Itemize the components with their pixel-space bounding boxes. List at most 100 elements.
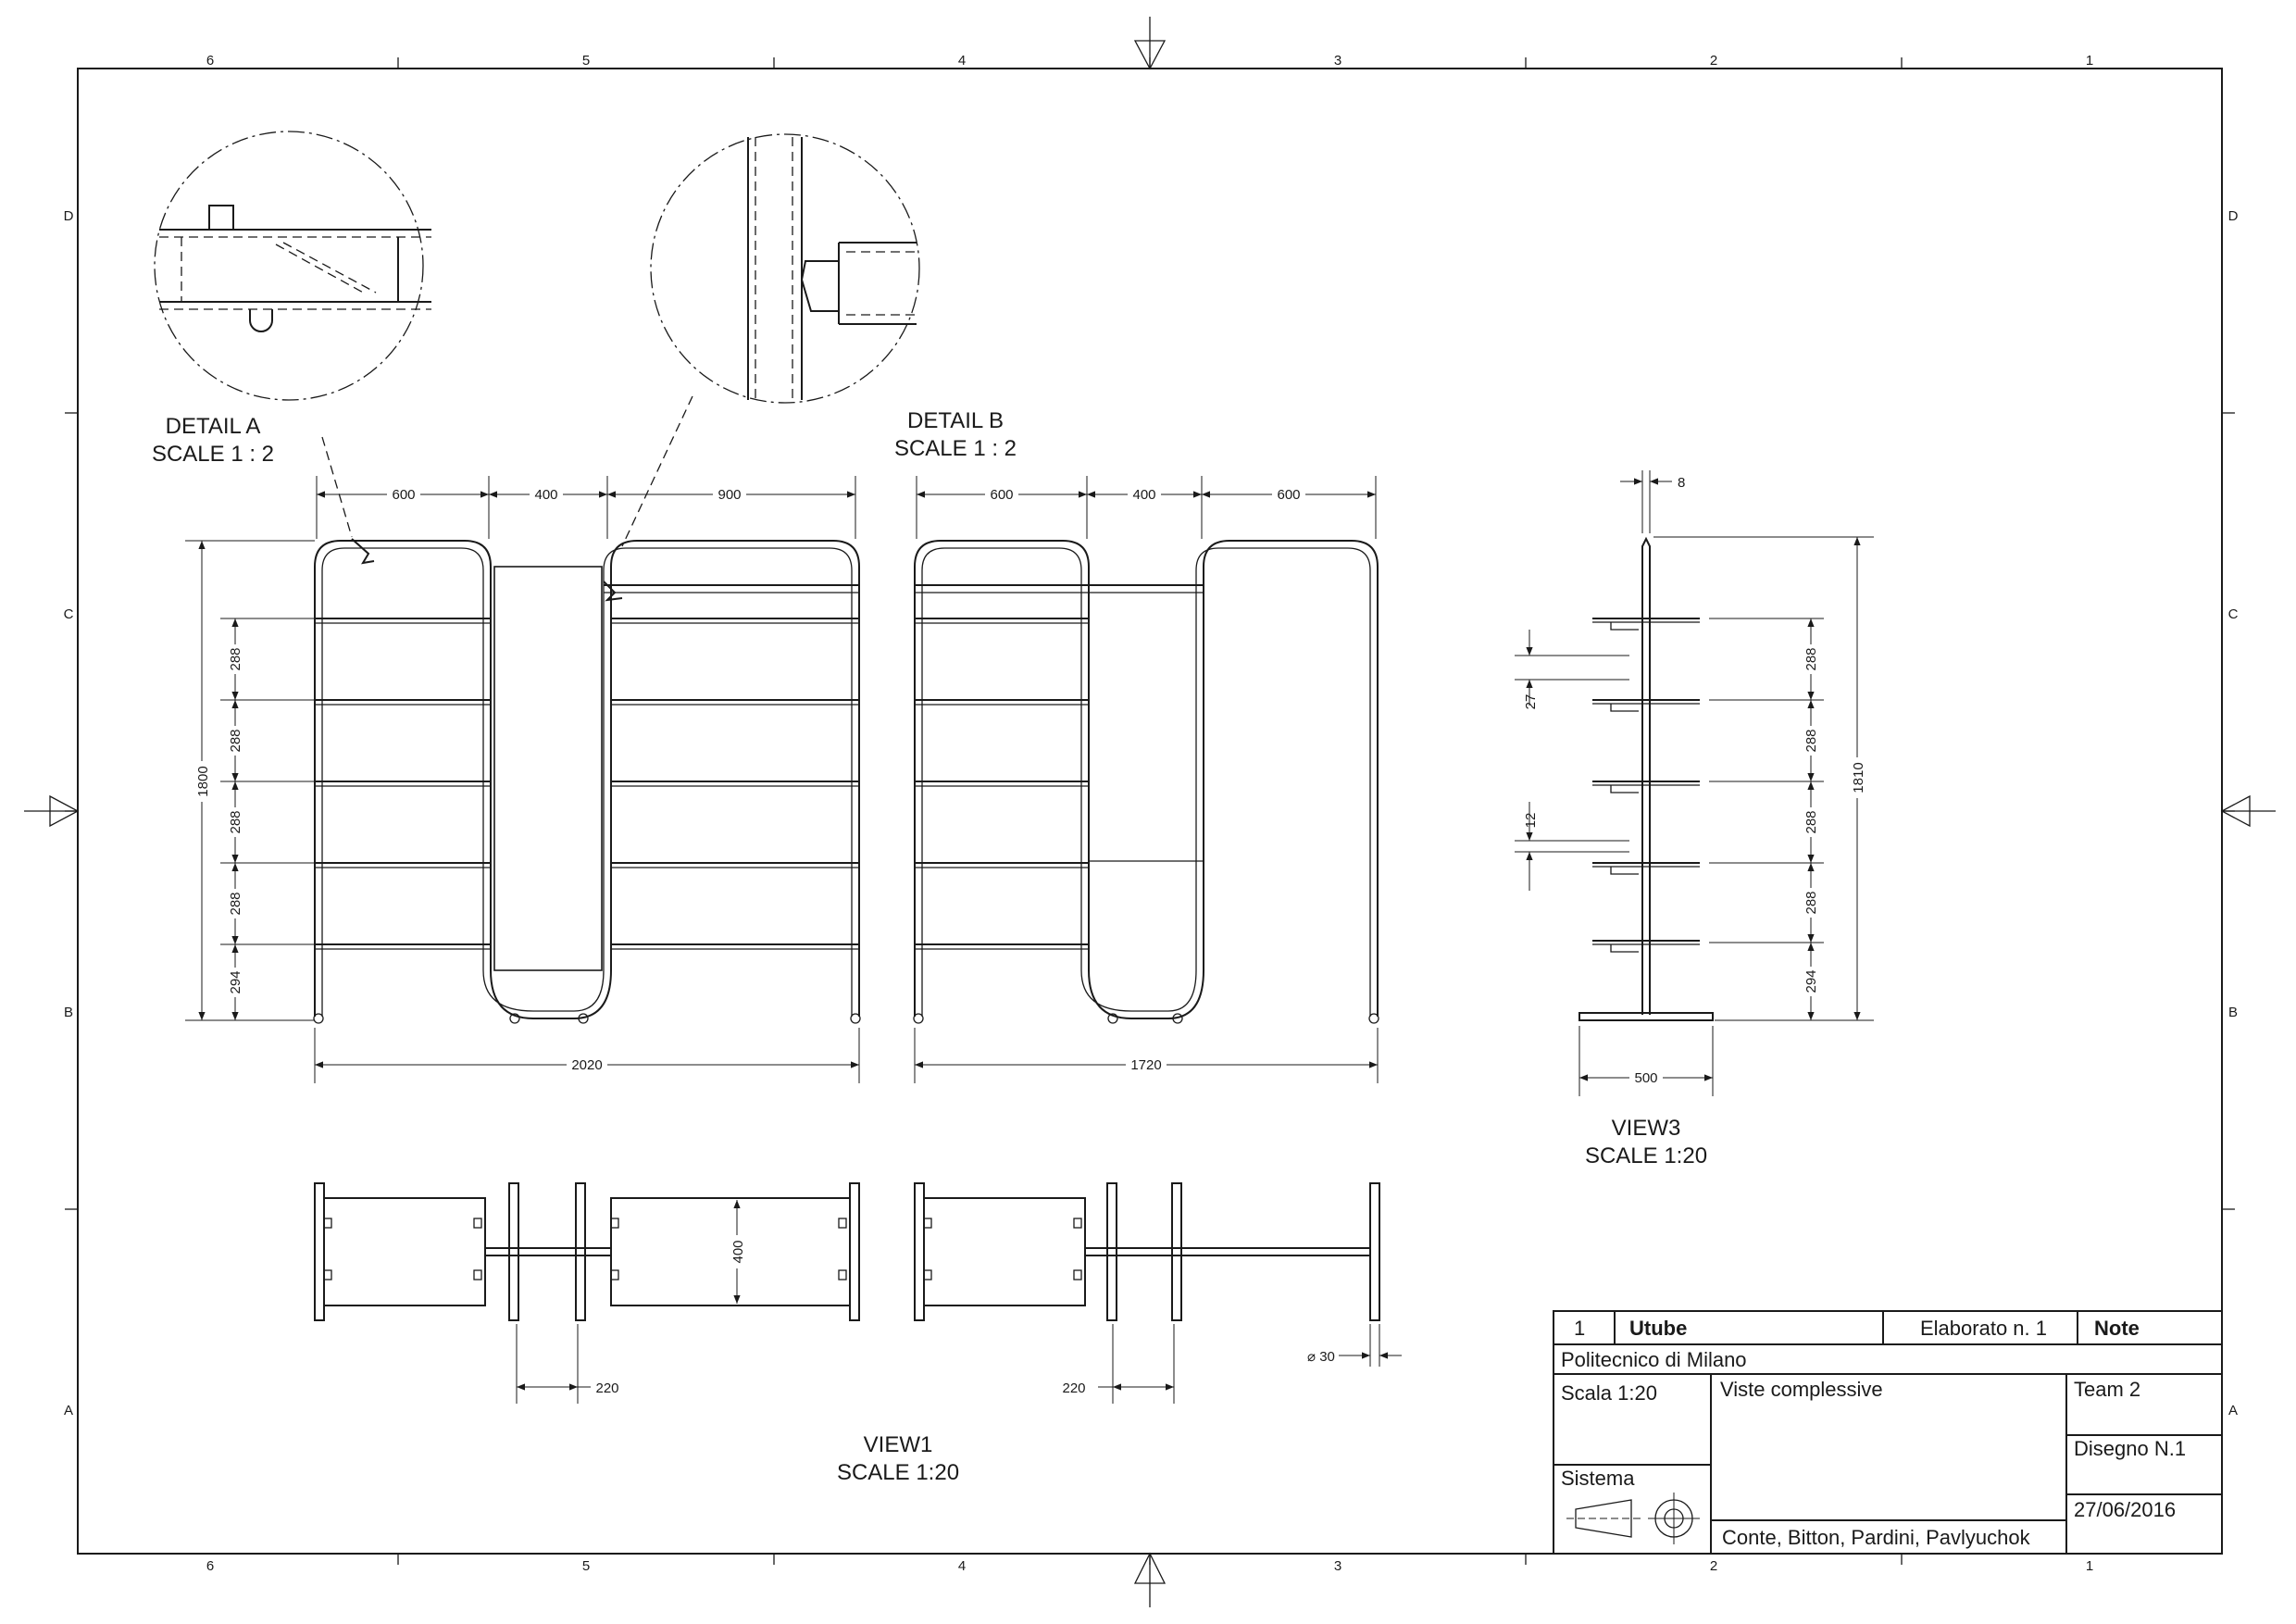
- plan-view: [314, 1182, 1380, 1321]
- col-label-2-bottom: 2: [1710, 1558, 1717, 1574]
- col-label-1-bottom: 1: [2086, 1558, 2093, 1574]
- col-label-2: 2: [1710, 53, 1717, 69]
- col-label-4: 4: [958, 53, 966, 69]
- dim-side-spacing-1: 288: [1803, 647, 1819, 670]
- tb-description: Viste complessive: [1720, 1378, 1883, 1401]
- border-row-labels: D C B A D C B A: [64, 208, 2239, 1418]
- dim-plan-gap-right: 220: [1062, 1380, 1085, 1396]
- dim-side-shelf-gap: 27: [1523, 694, 1539, 710]
- col-label-3-bottom: 3: [1334, 1558, 1341, 1574]
- front-view-right: [913, 540, 1379, 1024]
- row-label-b-right: B: [2228, 1005, 2238, 1020]
- detail-a-boundary: [154, 131, 424, 401]
- tb-item-no: 1: [1574, 1317, 1585, 1340]
- view1-scale: SCALE 1:20: [837, 1460, 959, 1485]
- dim-side-height: 1810: [1851, 762, 1866, 793]
- detail-a-marker: [351, 538, 375, 565]
- dims-side-view: 8 1810 288 288 288 288 294 27: [1515, 470, 1874, 1096]
- view3-title: VIEW3: [1612, 1116, 1681, 1141]
- dim-overall-width-right: 1720: [1130, 1057, 1161, 1073]
- tb-part-name: Utube: [1629, 1317, 1687, 1340]
- shelves-right-view: [915, 618, 1089, 950]
- row-label-c: C: [64, 606, 74, 622]
- detail-b-joint-section: [747, 137, 917, 400]
- detail-b-boundary: [650, 133, 920, 404]
- tb-system: Sistema: [1561, 1467, 1635, 1490]
- title-block: 1 Utube Elaborato n. 1 Note Politecnico …: [1553, 1310, 2223, 1555]
- tb-note: Note: [2094, 1317, 2140, 1340]
- dim-side-base: 500: [1634, 1070, 1657, 1086]
- dims-front-right: 600 400 600 1720: [914, 476, 1379, 1083]
- tb-elaborato: Elaborato n. 1: [1920, 1317, 2047, 1340]
- dim-center-width: 400: [534, 487, 557, 503]
- dim-side-spacing-5: 294: [1803, 969, 1819, 993]
- tb-team: Team 2: [2074, 1378, 2140, 1401]
- col-label-3: 3: [1334, 53, 1341, 69]
- dim-side-shelf-thickness: 12: [1523, 813, 1539, 829]
- shelves-right-bay: [611, 618, 859, 950]
- tube-frame-left: [314, 540, 860, 1019]
- dim-side-spacing-4: 288: [1803, 891, 1819, 914]
- view3-scale: SCALE 1:20: [1585, 1143, 1707, 1168]
- side-shelves: [1592, 618, 1700, 953]
- detail-a-title: DETAIL A: [166, 414, 261, 439]
- drawing-frame: [24, 17, 2276, 1607]
- dim-spacing-1: 288: [228, 647, 243, 670]
- dims-plan-view: 400 220 220 ⌀ 30: [516, 1200, 1402, 1404]
- row-label-d-right: D: [2228, 208, 2239, 224]
- row-label-b: B: [64, 1005, 73, 1020]
- row-label-c-right: C: [2228, 606, 2239, 622]
- detail-b-marker: [603, 581, 623, 602]
- detail-b-title: DETAIL B: [907, 408, 1004, 433]
- detail-a-tube-section: [159, 205, 431, 332]
- plan-shelf-1: [323, 1197, 486, 1306]
- projection-symbol-icon: [1566, 1493, 1700, 1544]
- front-view-left: [313, 538, 861, 1024]
- dim-right-view-bay1: 600: [990, 487, 1013, 503]
- dim-side-spacing-3: 288: [1803, 810, 1819, 833]
- side-base: [1578, 1012, 1714, 1021]
- detail-a-leader: [321, 436, 353, 538]
- dim-plan-depth: 400: [730, 1240, 746, 1263]
- tb-institution: Politecnico di Milano: [1561, 1348, 1747, 1371]
- side-view: [1578, 536, 1714, 1021]
- col-label-5: 5: [582, 53, 590, 69]
- col-label-1: 1: [2086, 53, 2093, 69]
- detail-b-leader: [621, 395, 693, 547]
- central-panel-left: [493, 566, 603, 971]
- tb-drawing-no: Disegno N.1: [2074, 1437, 2186, 1460]
- dim-right-view-bay2: 600: [1277, 487, 1300, 503]
- col-label-5-bottom: 5: [582, 1558, 590, 1574]
- dim-left-bay-width: 600: [392, 487, 415, 503]
- tube-frame-right: [914, 540, 1379, 1019]
- dim-right-view-center: 400: [1132, 487, 1155, 503]
- dim-spacing-3: 288: [228, 810, 243, 833]
- col-label-6-bottom: 6: [206, 1558, 214, 1574]
- shelves-left-bay: [315, 618, 491, 950]
- side-upright: [1641, 536, 1651, 1015]
- detail-b-scale: SCALE 1 : 2: [894, 436, 1017, 461]
- dim-spacing-4: 288: [228, 892, 243, 915]
- dim-spacing-5: 294: [228, 970, 243, 993]
- row-label-a: A: [64, 1403, 73, 1418]
- dim-spacing-2: 288: [228, 729, 243, 752]
- dim-right-bay-width: 900: [718, 487, 741, 503]
- detail-b-view: DETAIL B SCALE 1 : 2: [621, 133, 1017, 547]
- dim-overall-width-left: 2020: [571, 1057, 602, 1073]
- dim-side-thickness: 8: [1678, 475, 1685, 491]
- dims-front-left: 600 400 900 1800 288 288 288 288 294 202…: [185, 476, 860, 1083]
- dim-plan-tube-diameter: ⌀ 30: [1307, 1349, 1335, 1365]
- detail-a-view: DETAIL A SCALE 1 : 2: [152, 131, 431, 538]
- col-label-6: 6: [206, 53, 214, 69]
- border-column-labels: 6 5 4 3 2 1 6 5 4 3 2 1: [206, 53, 2093, 1574]
- dim-overall-height: 1800: [195, 766, 211, 796]
- dim-plan-gap-left: 220: [595, 1380, 618, 1396]
- dim-side-spacing-2: 288: [1803, 729, 1819, 752]
- tube-frame-left-inner: [321, 547, 853, 1017]
- detail-a-scale: SCALE 1 : 2: [152, 442, 274, 467]
- view1-title: VIEW1: [864, 1432, 933, 1457]
- row-label-a-right: A: [2228, 1403, 2238, 1418]
- tb-authors: Conte, Bitton, Pardini, Pavlyuchok: [1722, 1526, 2031, 1549]
- tb-scale: Scala 1:20: [1561, 1381, 1657, 1405]
